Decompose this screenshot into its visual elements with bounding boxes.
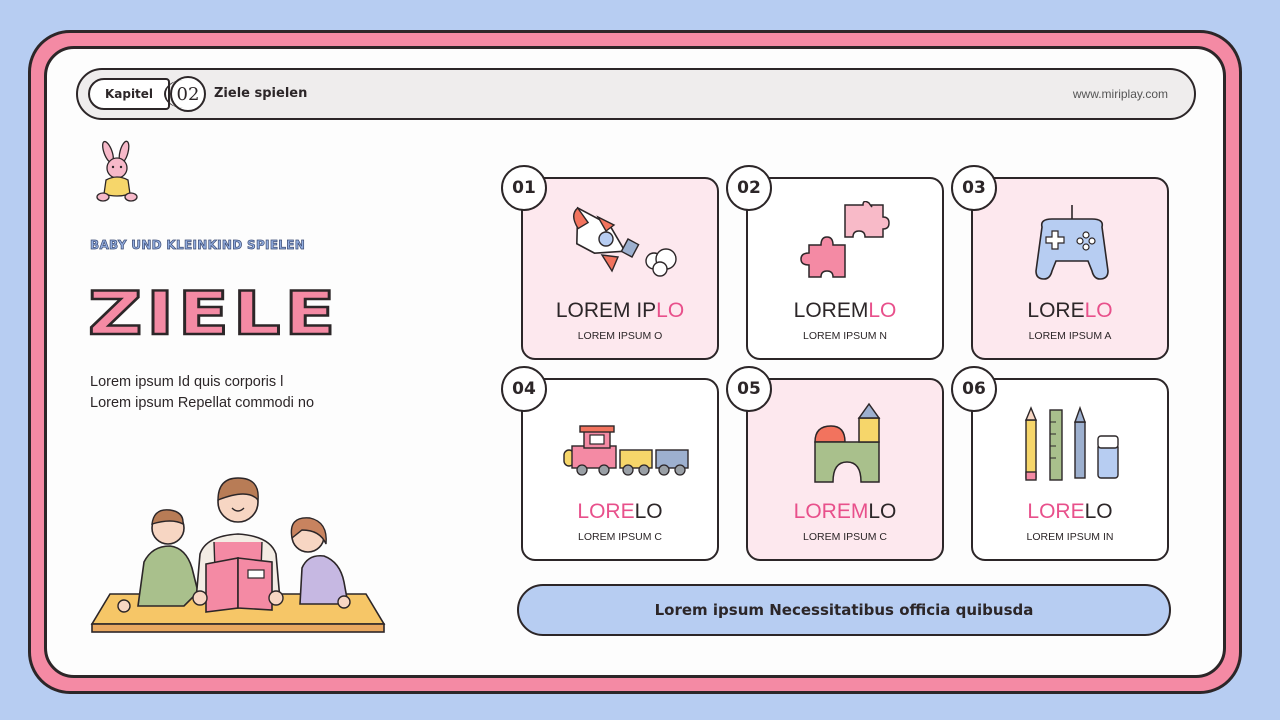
header-bar: Kapitel 02 Ziele spielen www.miriplay.co… bbox=[76, 68, 1196, 120]
card-number: 03 bbox=[951, 165, 997, 211]
summary-banner: Lorem ipsum Necessitatibus officia quibu… bbox=[517, 584, 1171, 636]
card-number: 01 bbox=[501, 165, 547, 211]
reading-family-illustration bbox=[90, 477, 386, 633]
description-line-2: Lorem ipsum Repellat commodi no bbox=[90, 395, 315, 411]
card-title: LOREMLO bbox=[793, 500, 897, 523]
card-number: 06 bbox=[951, 366, 997, 412]
chapter-number: 02 bbox=[164, 76, 206, 112]
header-title: Ziele spielen bbox=[214, 86, 308, 101]
card-subtitle: LOREM IPSUM A bbox=[1028, 330, 1112, 342]
goal-card-6[interactable]: 06 LORELO LOREM IPSUM IN bbox=[951, 366, 1169, 561]
card-subtitle: LOREM IPSUM IN bbox=[1026, 531, 1114, 543]
card-title: LOREMLO bbox=[793, 299, 897, 322]
chapter-chip: Kapitel bbox=[88, 78, 170, 110]
card-title: LORELO bbox=[577, 500, 663, 523]
card-title: LORELO bbox=[1027, 299, 1113, 322]
eyebrow-label: BABY UND KLEINKIND SPIELEN bbox=[90, 238, 306, 253]
bunny-icon bbox=[96, 140, 138, 202]
card-number: 02 bbox=[726, 165, 772, 211]
gamepad-icon bbox=[1035, 205, 1109, 280]
website-link[interactable]: www.miriplay.com bbox=[1072, 87, 1168, 101]
card-subtitle: LOREM IPSUM N bbox=[802, 330, 887, 342]
goal-card-4[interactable]: 04 LORELO LOREM IPSUM C bbox=[501, 366, 719, 561]
card-number: 05 bbox=[726, 366, 772, 412]
card-number: 04 bbox=[501, 366, 547, 412]
goal-card-1[interactable]: 01 LOREM IPLO LOREM IPSUM O bbox=[501, 165, 719, 360]
stationery-icon bbox=[1024, 405, 1119, 481]
page-title: ZIELE bbox=[86, 279, 340, 349]
blocks-icon bbox=[814, 402, 881, 483]
goal-card-3[interactable]: 03 LORELO LOREM IPSUM A bbox=[951, 165, 1169, 360]
rocket-icon bbox=[573, 206, 677, 277]
description-line-1: Lorem ipsum Id quis corporis l bbox=[90, 374, 284, 390]
card-title: LORELO bbox=[1027, 500, 1113, 523]
goal-card-5[interactable]: 05 LOREMLO LOREM IPSUM C bbox=[726, 366, 944, 561]
card-subtitle: LOREM IPSUM C bbox=[577, 531, 662, 543]
description: Lorem ipsum Id quis corporis l Lorem ips… bbox=[90, 372, 410, 414]
card-title: LOREM IPLO bbox=[555, 299, 685, 322]
train-icon bbox=[563, 425, 689, 476]
goal-card-2[interactable]: 02 LOREMLO LOREM IPSUM N bbox=[726, 165, 944, 360]
card-subtitle: LOREM IPSUM O bbox=[577, 330, 663, 342]
puzzle-icon bbox=[800, 201, 890, 278]
card-subtitle: LOREM IPSUM C bbox=[802, 531, 887, 543]
